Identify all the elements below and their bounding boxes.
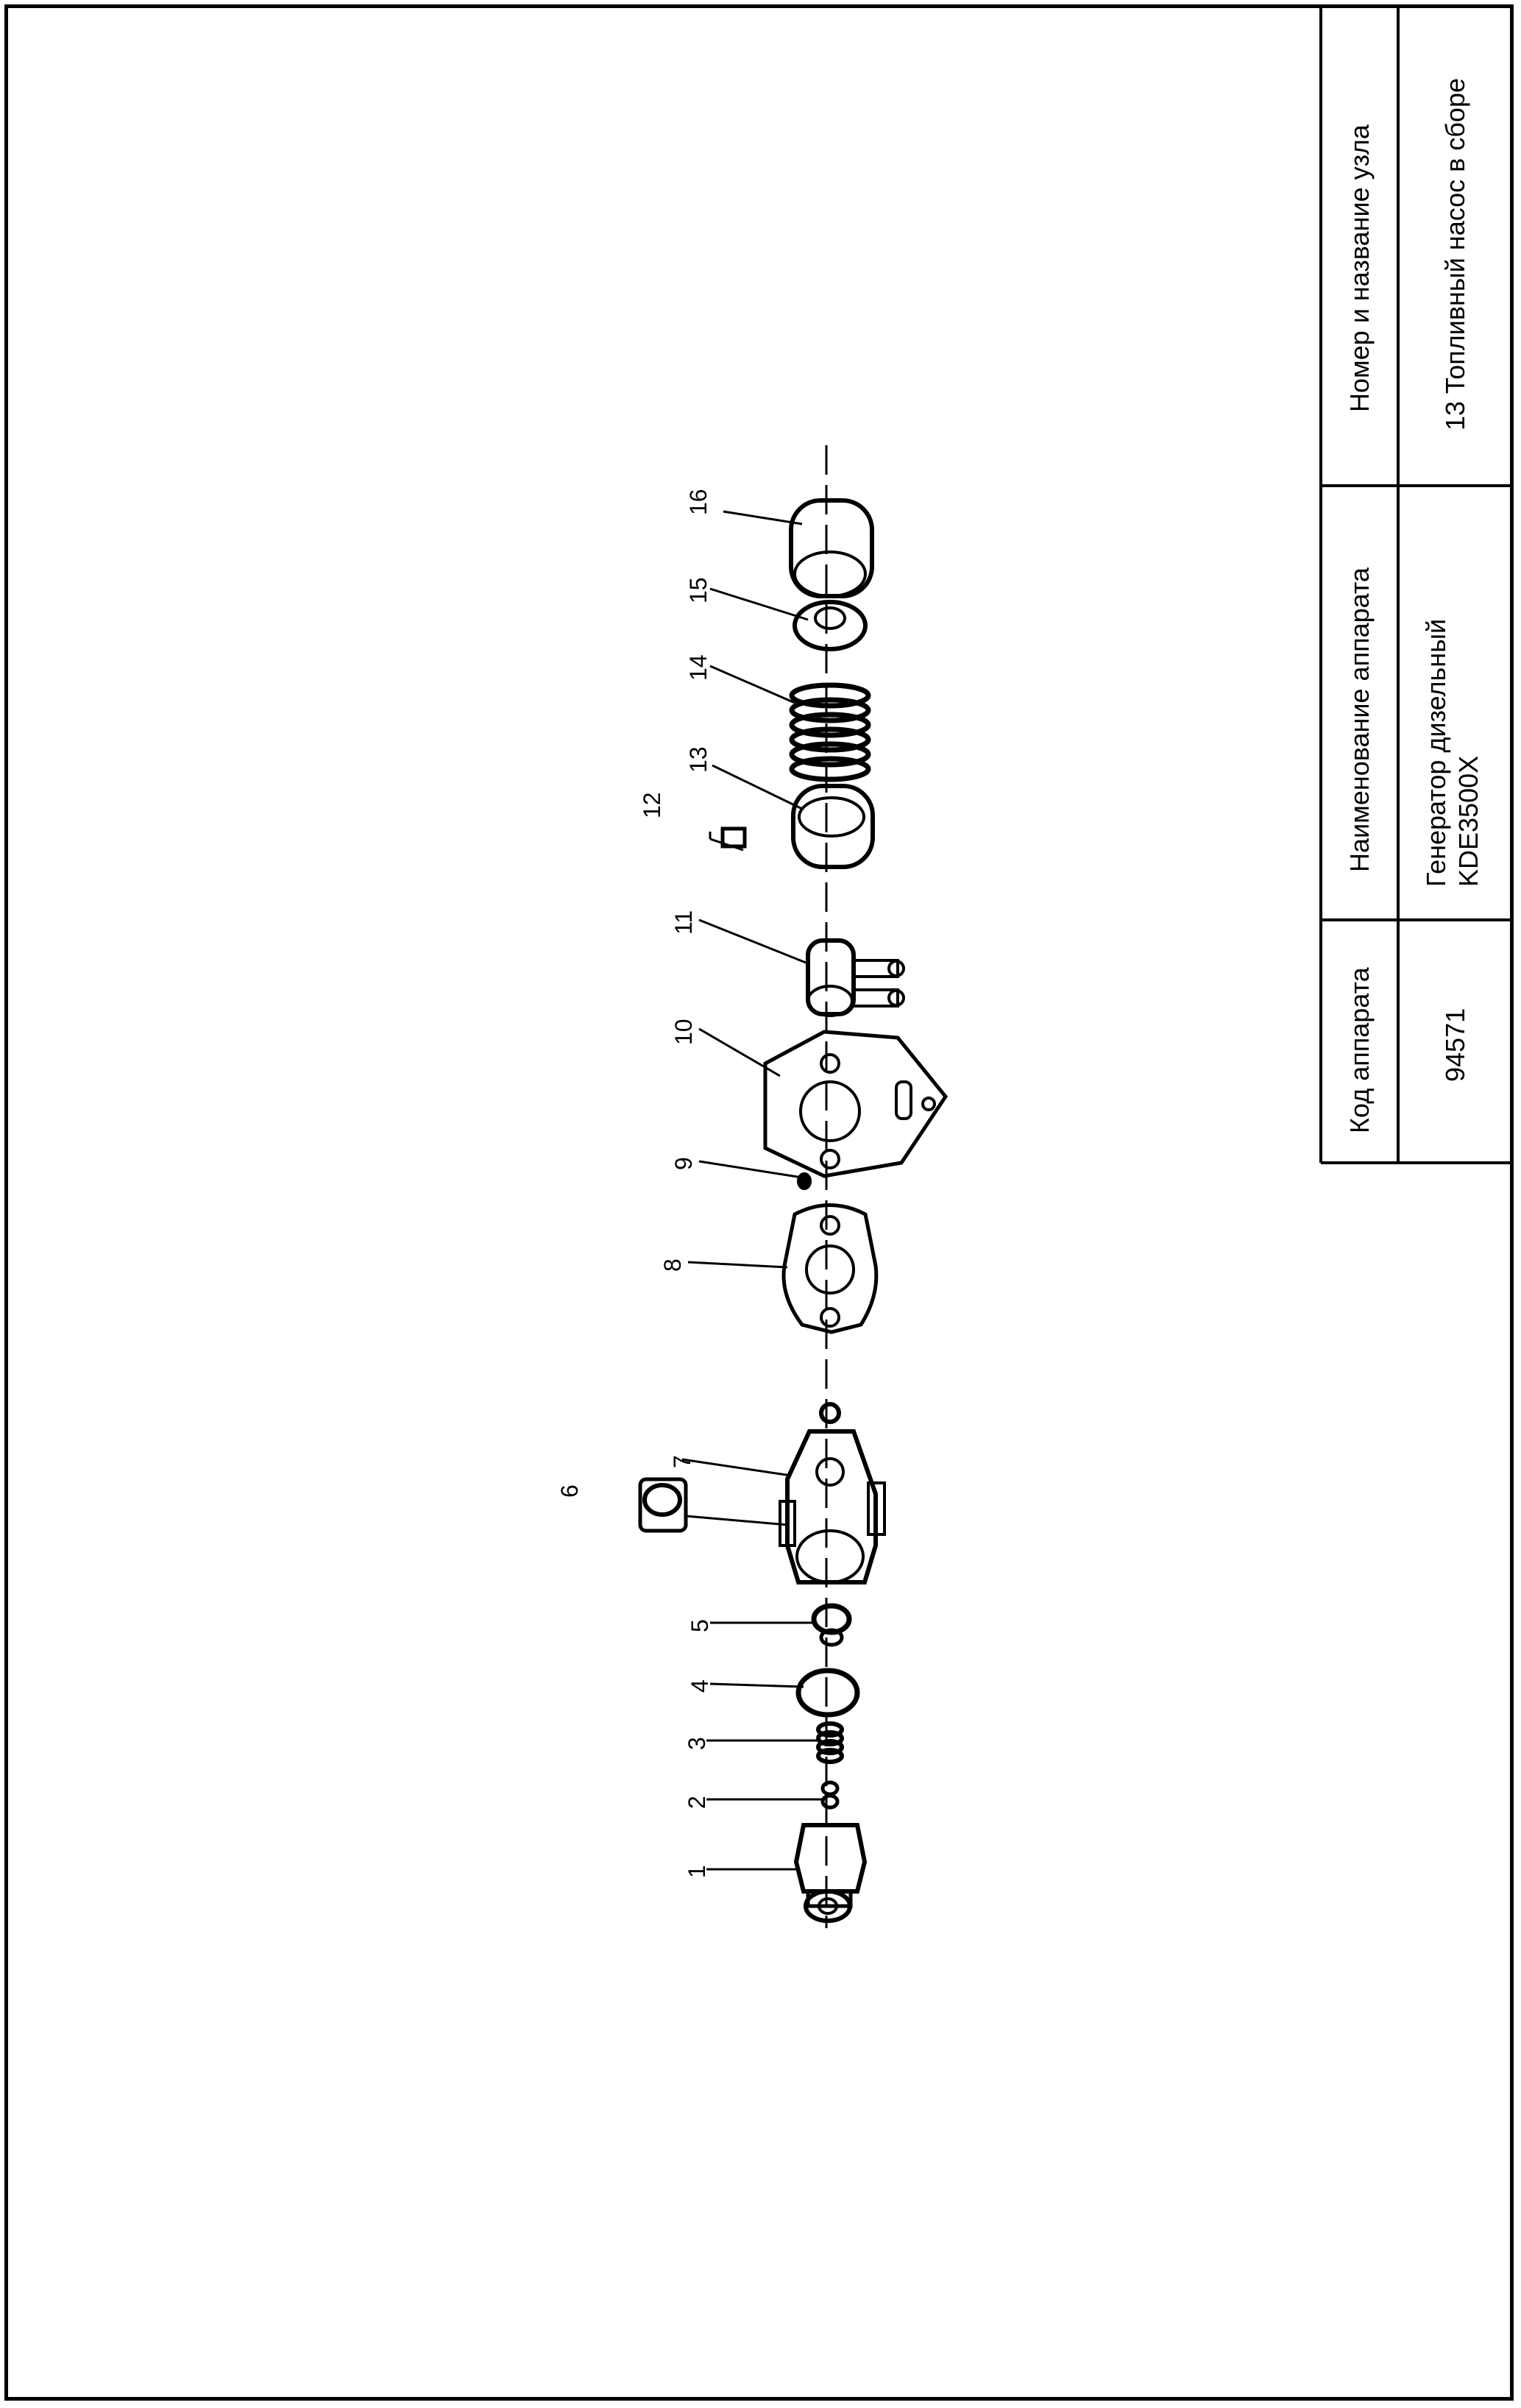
part-16-cap (789, 498, 874, 598)
callout-12: 12 (639, 792, 665, 818)
part-10-flange (763, 1030, 949, 1178)
part-2-ball (820, 1780, 840, 1810)
callout-2: 2 (684, 1796, 710, 1809)
callout-11: 11 (670, 910, 697, 935)
callout-4: 4 (687, 1679, 713, 1693)
part-6-ring (638, 1477, 688, 1533)
callout-8: 8 (659, 1258, 686, 1272)
part-11-sleeve (806, 938, 905, 1017)
part-13-seat (791, 784, 875, 869)
part-15-seat (793, 600, 868, 651)
callout-3: 3 (684, 1737, 710, 1750)
callout-6: 6 (556, 1484, 583, 1498)
callout-16: 16 (685, 489, 712, 515)
callout-14: 14 (685, 654, 712, 681)
part-7-pump-body (779, 1402, 886, 1584)
part-5-valve (811, 1603, 852, 1647)
part-9-pin (797, 1172, 812, 1190)
callout-labels: 16 15 14 13 12 11 10 9 8 7 6 5 4 3 2 1 (556, 489, 713, 1878)
part-8-gasket (781, 1203, 879, 1334)
callout-9: 9 (670, 1157, 697, 1170)
callout-15: 15 (685, 577, 712, 603)
callout-1: 1 (684, 1865, 710, 1878)
part-3-spring (816, 1721, 844, 1764)
callout-7: 7 (669, 1455, 695, 1468)
part-4-washer (795, 1668, 860, 1718)
callout-13: 13 (685, 746, 712, 773)
part-1-fitting (793, 1823, 868, 1923)
leader-lines (681, 510, 823, 1871)
callout-10: 10 (670, 1019, 697, 1045)
part-14-spring (789, 682, 871, 782)
drawing-frame (4, 4, 1514, 2401)
callout-5: 5 (687, 1619, 713, 1632)
